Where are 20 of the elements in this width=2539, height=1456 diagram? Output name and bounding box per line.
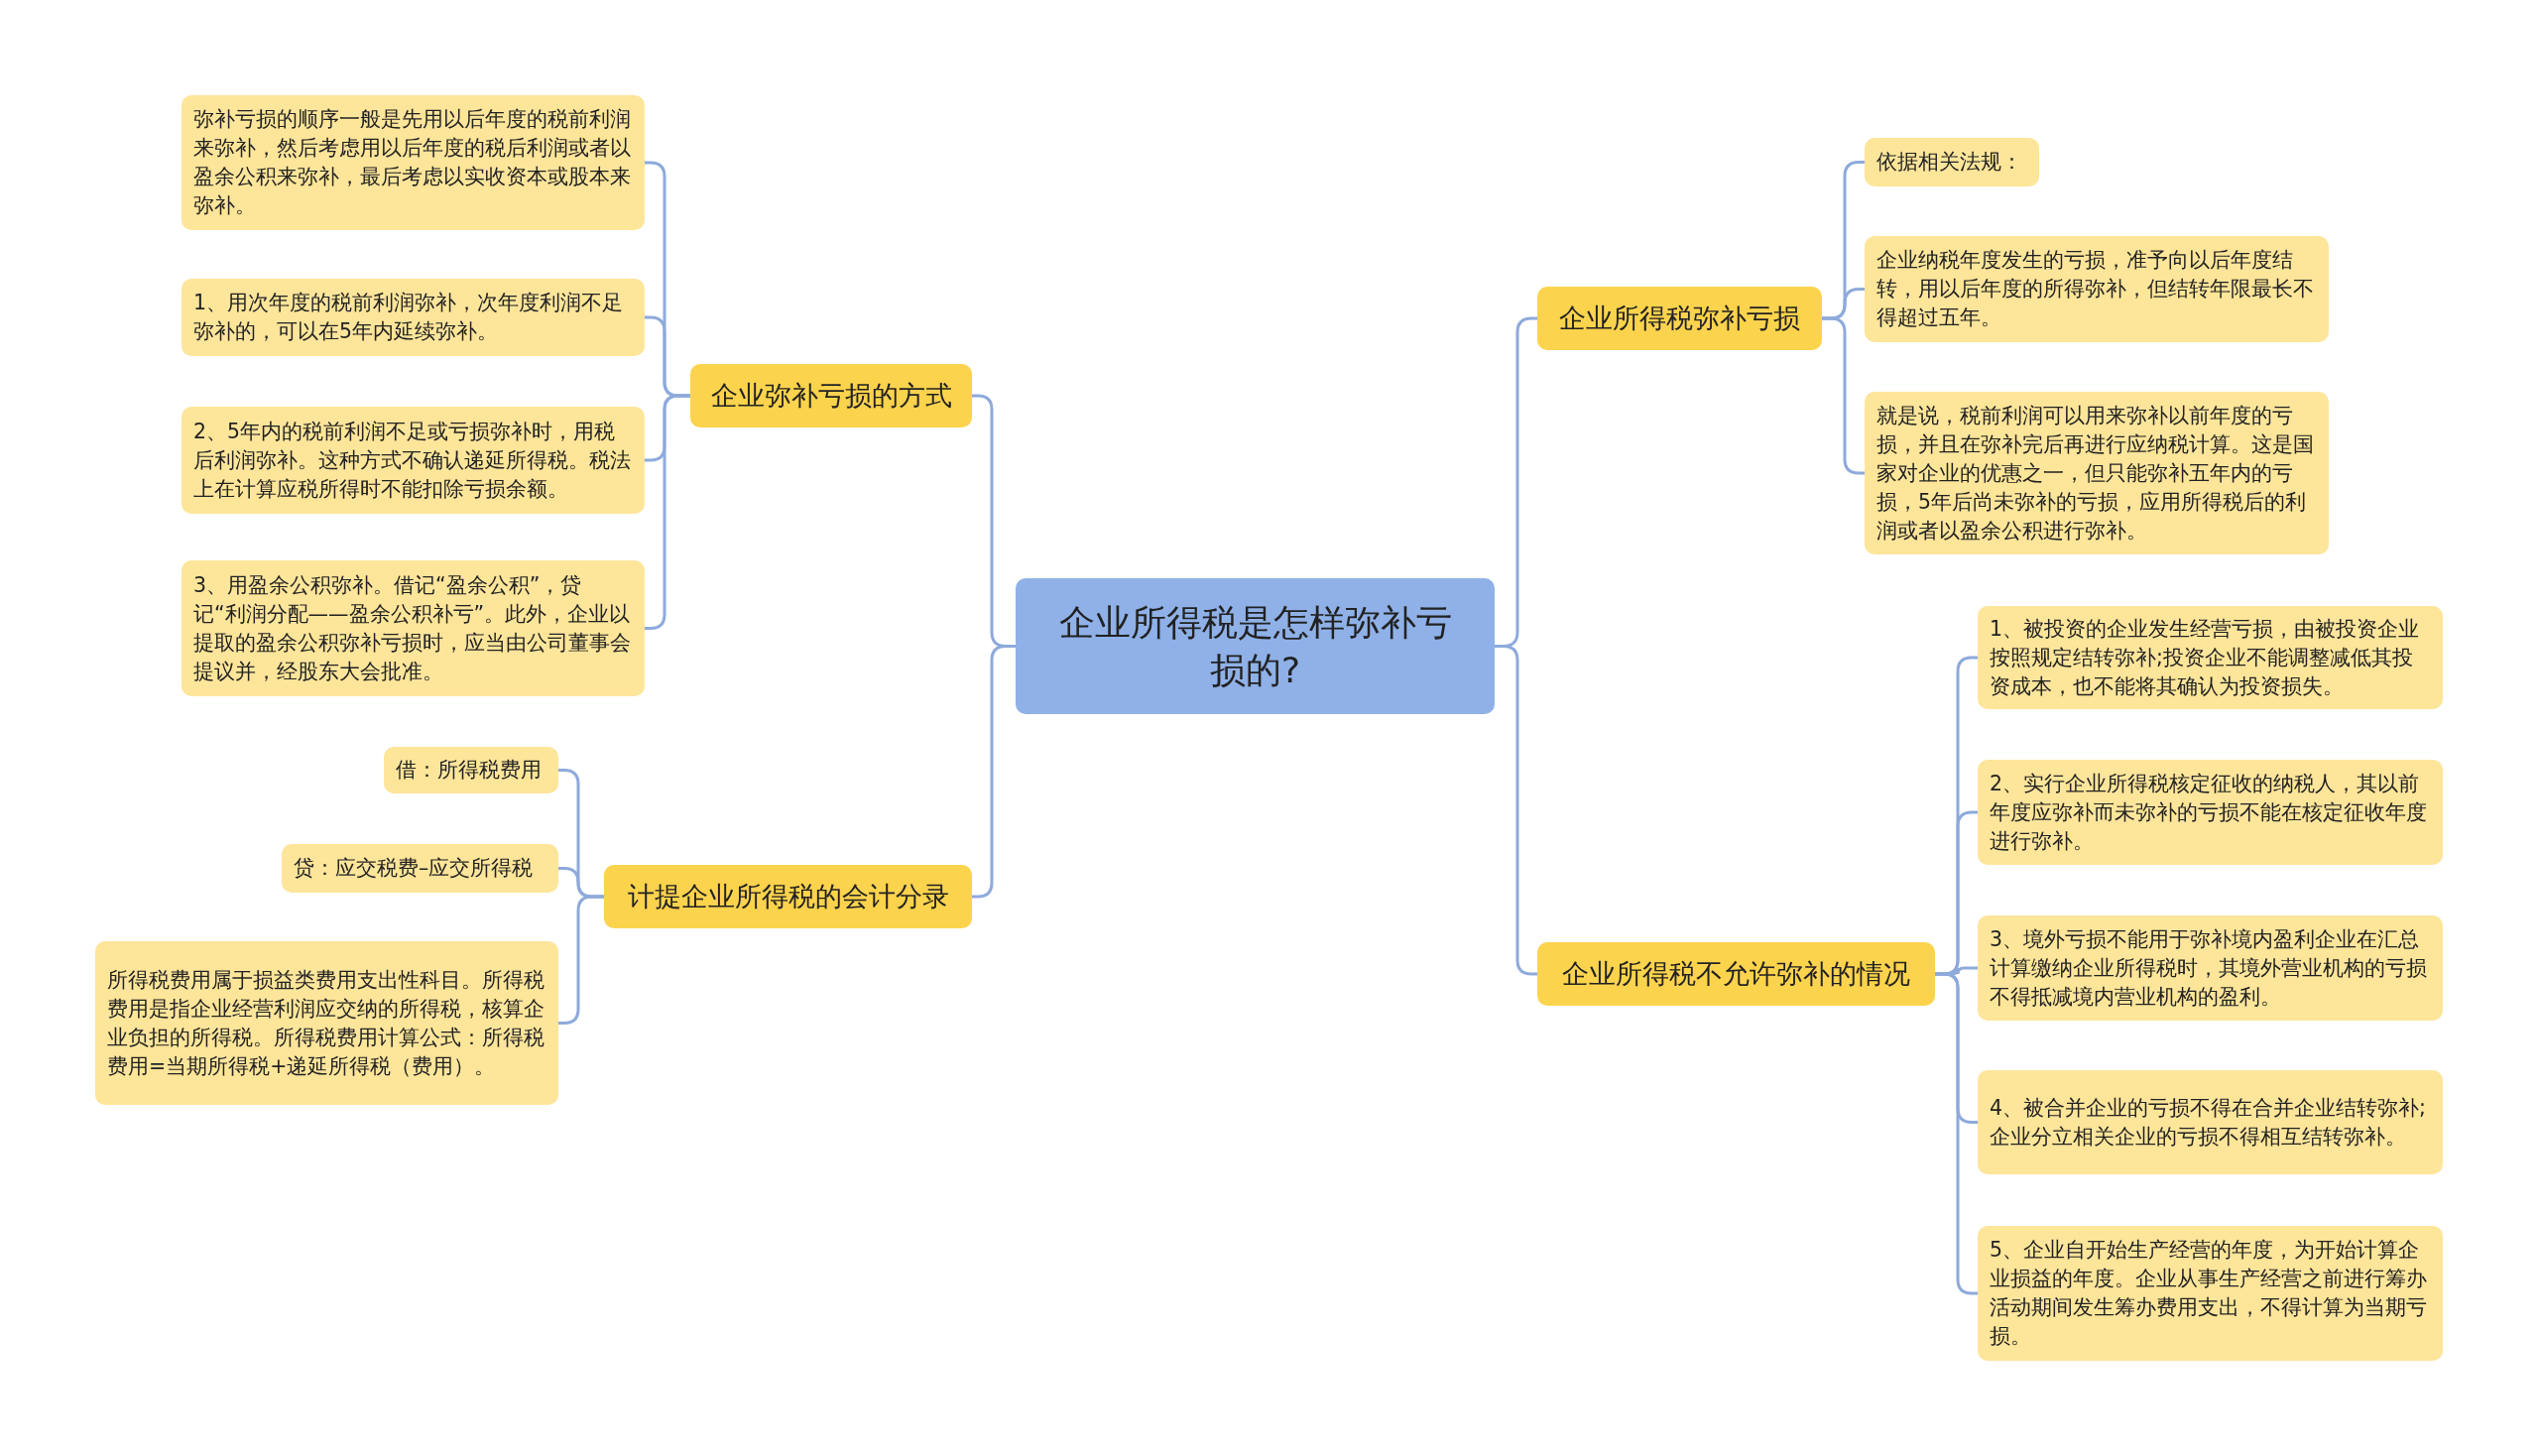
note-box: 所得税费用属于损益类费用支出性科目。所得税费用是指企业经营利润应交纳的所得税，核算企业负担的所得税。所得税费用计算公式：所得税费用=当期所得税+递延所得税（费用）。 [95, 941, 558, 1105]
central-topic-box: 企业所得税是怎样弥补亏损的? [1016, 578, 1495, 714]
topic-box: 企业弥补亏损的方式 [690, 364, 972, 427]
note-box: 依据相关法规： [1865, 138, 2039, 186]
topic-box: 企业所得税弥补亏损 [1537, 287, 1822, 350]
note-box: 4、被合并企业的亏损不得在合并企业结转弥补;企业分立相关企业的亏损不得相互结转弥补。 [1978, 1070, 2443, 1174]
note-box: 2、5年内的税前利润不足或亏损弥补时，用税后利润弥补。这种方式不确认递延所得税。税法上在计算应税所得时不能扣除亏损余额。 [181, 407, 645, 514]
topic-box: 计提企业所得税的会计分录 [604, 865, 972, 928]
note-box: 弥补亏损的顺序一般是先用以后年度的税前利润来弥补，然后考虑用以后年度的税后利润或者以盈余公积来弥补，最后考虑以实收资本或股本来弥补。 [181, 95, 645, 230]
note-box: 5、企业自开始生产经营的年度，为开始计算企业损益的年度。企业从事生产经营之前进行筹办活动期间发生筹办费用支出，不得计算为当期亏损。 [1978, 1226, 2443, 1361]
note-box: 2、实行企业所得税核定征收的纳税人，其以前年度应弥补而未弥补的亏损不能在核定征收年度进行弥补。 [1978, 760, 2443, 865]
note-box: 3、境外亏损不能用于弥补境内盈利企业在汇总计算缴纳企业所得税时，其境外营业机构的亏损不得抵减境内营业机构的盈利。 [1978, 915, 2443, 1021]
note-box: 企业纳税年度发生的亏损，准予向以后年度结转，用以后年度的所得弥补，但结转年限最长不得超过五年。 [1865, 236, 2329, 342]
note-box: 1、用次年度的税前利润弥补，次年度利润不足弥补的，可以在5年内延续弥补。 [181, 279, 645, 356]
note-box: 就是说，税前利润可以用来弥补以前年度的亏损，并且在弥补完后再进行应纳税计算。这是国家对企业的优惠之一，但只能弥补五年内的亏损，5年后尚未弥补的亏损，应用所得税后的利润或者以盈余公积进行弥补。 [1865, 392, 2329, 554]
note-box: 3、用盈余公积弥补。借记“盈余公积”，贷记“利润分配——盈余公积补亏”。此外，企业以提取的盈余公积弥补亏损时，应当由公司董事会提议并，经股东大会批准。 [181, 560, 645, 696]
note-box: 借：所得税费用 [384, 747, 558, 793]
note-box: 1、被投资的企业发生经营亏损，由被投资企业按照规定结转弥补;投资企业不能调整减低其投资成本，也不能将其确认为投资损失。 [1978, 606, 2443, 709]
topic-box: 企业所得税不允许弥补的情况 [1537, 942, 1935, 1006]
note-box: 贷：应交税费–应交所得税 [282, 844, 558, 893]
